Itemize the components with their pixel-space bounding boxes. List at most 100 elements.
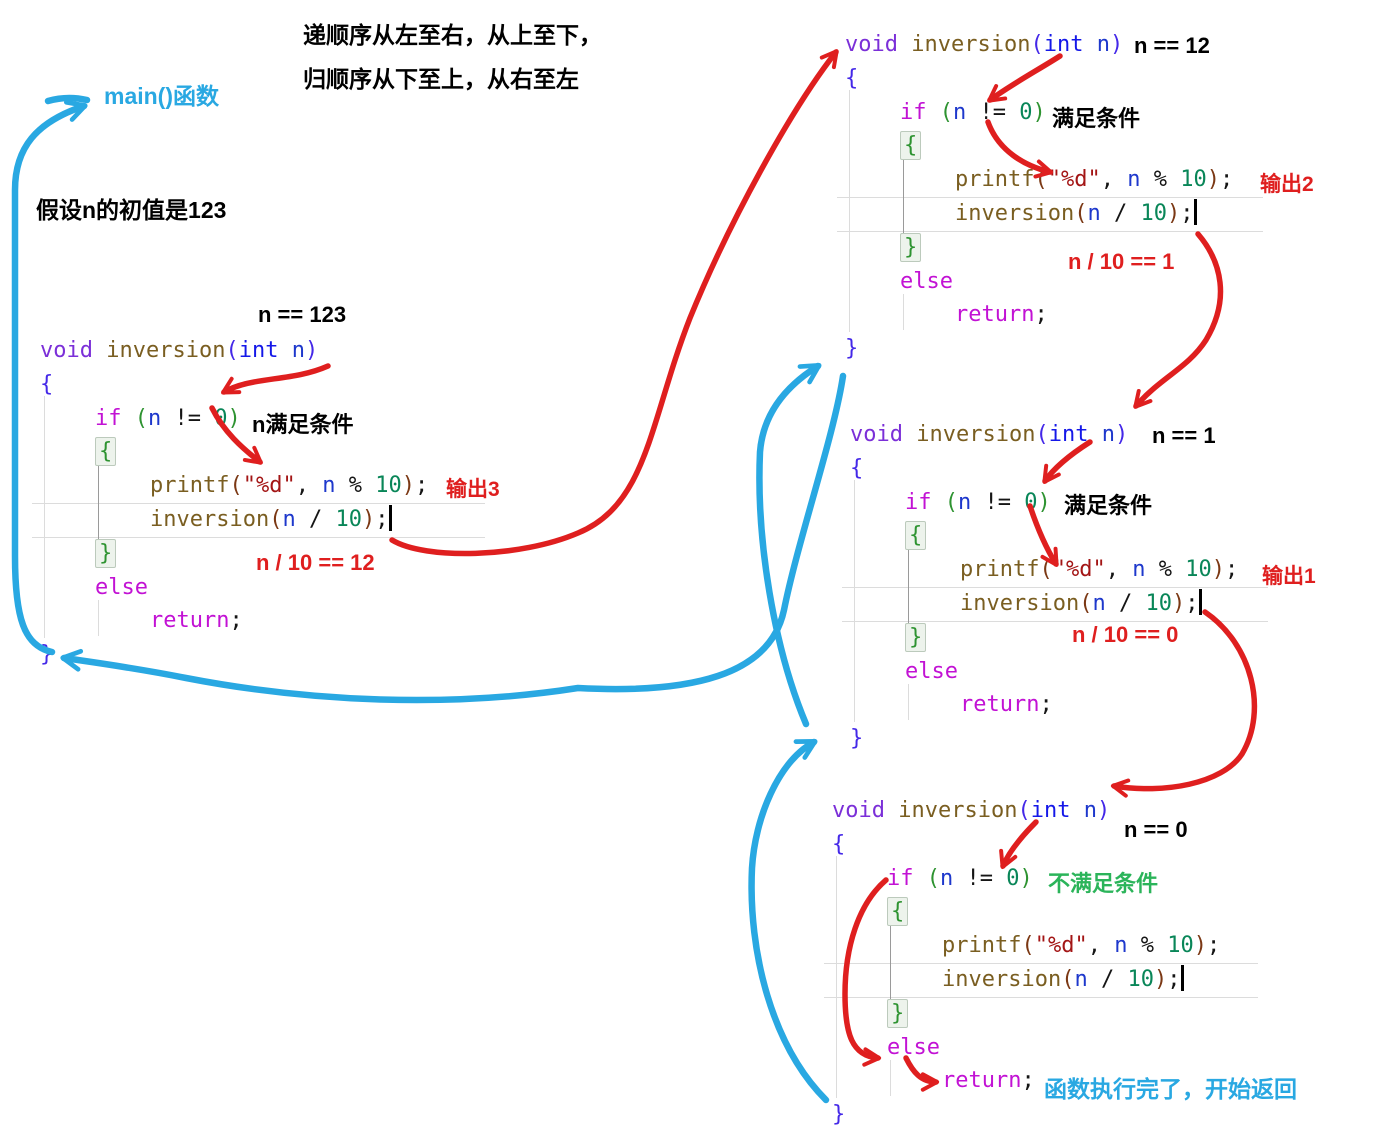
code-token: inversion <box>955 201 1075 226</box>
condition-note: 满足条件 <box>1064 493 1153 518</box>
recursion-order-note-line1: 递顺序从左至右，从上至下， <box>303 22 602 48</box>
code-token: if <box>887 865 914 891</box>
code-token: int <box>1030 798 1071 823</box>
condition-note: n满足条件 <box>252 412 354 437</box>
code-token: % <box>1127 933 1168 959</box>
code-token: void <box>845 32 898 57</box>
code-token: "%d" <box>1034 933 1088 959</box>
indent-guide <box>908 548 909 624</box>
main-function-label: main()函数 <box>104 83 219 109</box>
code-token: ; <box>1034 302 1048 328</box>
code-token: ) <box>1153 967 1168 992</box>
code-token: ) <box>1032 99 1046 125</box>
text-cursor <box>1181 965 1184 991</box>
code-token: ( <box>229 473 243 499</box>
code-token: ( <box>1074 201 1088 226</box>
code-line: else <box>850 655 958 689</box>
indent-guide <box>849 90 850 332</box>
code-token: n <box>1114 933 1128 959</box>
code-token: return <box>150 608 230 634</box>
code-token: != <box>161 405 215 431</box>
code-block-call-123[interactable]: void inversion(int n){if (n != 0){printf… <box>32 334 510 679</box>
code-token: ( <box>1034 167 1048 193</box>
code-line: } <box>832 997 909 1031</box>
condition-note: 不满足条件 <box>1048 871 1159 896</box>
code-token: ; <box>1180 201 1194 226</box>
code-line: else <box>832 1031 940 1065</box>
code-token <box>122 406 135 431</box>
code-token: n <box>1074 967 1088 992</box>
code-token: 0 <box>214 405 228 431</box>
code-token: , <box>295 473 323 499</box>
code-token: inversion <box>911 32 1031 57</box>
current-line-rule <box>842 587 1268 588</box>
code-token: inversion <box>960 591 1080 616</box>
indent-guide <box>890 1060 891 1096</box>
code-token: ) <box>1096 798 1111 823</box>
code-line: } <box>845 332 858 366</box>
code-token: ( <box>939 99 953 125</box>
code-token: , <box>1087 933 1115 959</box>
code-line: inversion(n / 10); <box>40 503 392 537</box>
code-token: / <box>1087 967 1128 992</box>
code-token: ( <box>225 338 239 363</box>
code-token: , <box>1105 557 1133 583</box>
code-token: ; <box>1021 1068 1035 1094</box>
code-token: ; <box>1224 557 1239 583</box>
code-token: != <box>953 865 1007 891</box>
code-block-call-1[interactable]: void inversion(int n){if (n != 0){printf… <box>842 418 1320 763</box>
code-token: ( <box>1021 933 1035 959</box>
code-block-call-12[interactable]: void inversion(int n){if (n != 0){printf… <box>837 28 1315 373</box>
code-token: printf <box>150 473 230 499</box>
code-line: void inversion(int n) <box>832 794 1110 828</box>
code-block-call-0[interactable]: void inversion(int n){if (n != 0){printf… <box>824 794 1302 1139</box>
indent-guide <box>854 480 855 722</box>
code-token: 10 <box>1127 967 1154 992</box>
code-token <box>898 32 911 57</box>
code-token: { <box>900 131 922 161</box>
indent-guide <box>903 158 904 234</box>
code-token: n <box>1092 591 1106 616</box>
code-line: { <box>832 828 845 862</box>
code-token: 10 <box>1167 933 1194 959</box>
code-token: ) <box>1206 167 1220 193</box>
code-token: n <box>953 99 967 125</box>
code-token: { <box>905 521 927 551</box>
code-line: { <box>850 519 927 553</box>
code-token: 10 <box>1185 557 1212 583</box>
code-token: { <box>887 897 909 927</box>
code-line: if (n != 0) <box>845 96 1046 130</box>
output-note: 输出3 <box>446 478 500 501</box>
code-token: ; <box>375 507 389 532</box>
code-token: ) <box>227 405 241 431</box>
output-note: 输出2 <box>1260 173 1314 196</box>
code-line: return; <box>845 298 1048 332</box>
code-token: n <box>1132 557 1146 583</box>
code-token: ; <box>1167 967 1181 992</box>
code-token: if <box>900 99 927 125</box>
code-token: void <box>850 422 903 447</box>
code-token: 10 <box>375 473 402 499</box>
code-token: , <box>1100 167 1128 193</box>
code-line: { <box>40 435 117 469</box>
code-line: inversion(n / 10); <box>845 197 1197 231</box>
code-token: ( <box>926 865 940 891</box>
code-token: n <box>958 489 972 515</box>
code-token: return <box>960 692 1040 718</box>
code-token: "%d" <box>242 473 296 499</box>
code-token: printf <box>942 933 1022 959</box>
code-token: } <box>905 622 927 652</box>
n-value-label: n == 123 <box>258 302 347 327</box>
code-token: / <box>1100 201 1141 226</box>
code-token: int <box>238 338 279 363</box>
code-token: inversion <box>106 338 226 363</box>
code-token <box>932 490 945 515</box>
division-note: n / 10 == 0 <box>1072 622 1179 647</box>
code-token: ( <box>944 489 958 515</box>
code-token: printf <box>960 557 1040 583</box>
code-token: int <box>1048 422 1089 447</box>
code-line: { <box>845 129 922 163</box>
code-token: n <box>1127 167 1141 193</box>
current-line-rule <box>837 230 1263 232</box>
code-line: return; <box>850 688 1053 722</box>
